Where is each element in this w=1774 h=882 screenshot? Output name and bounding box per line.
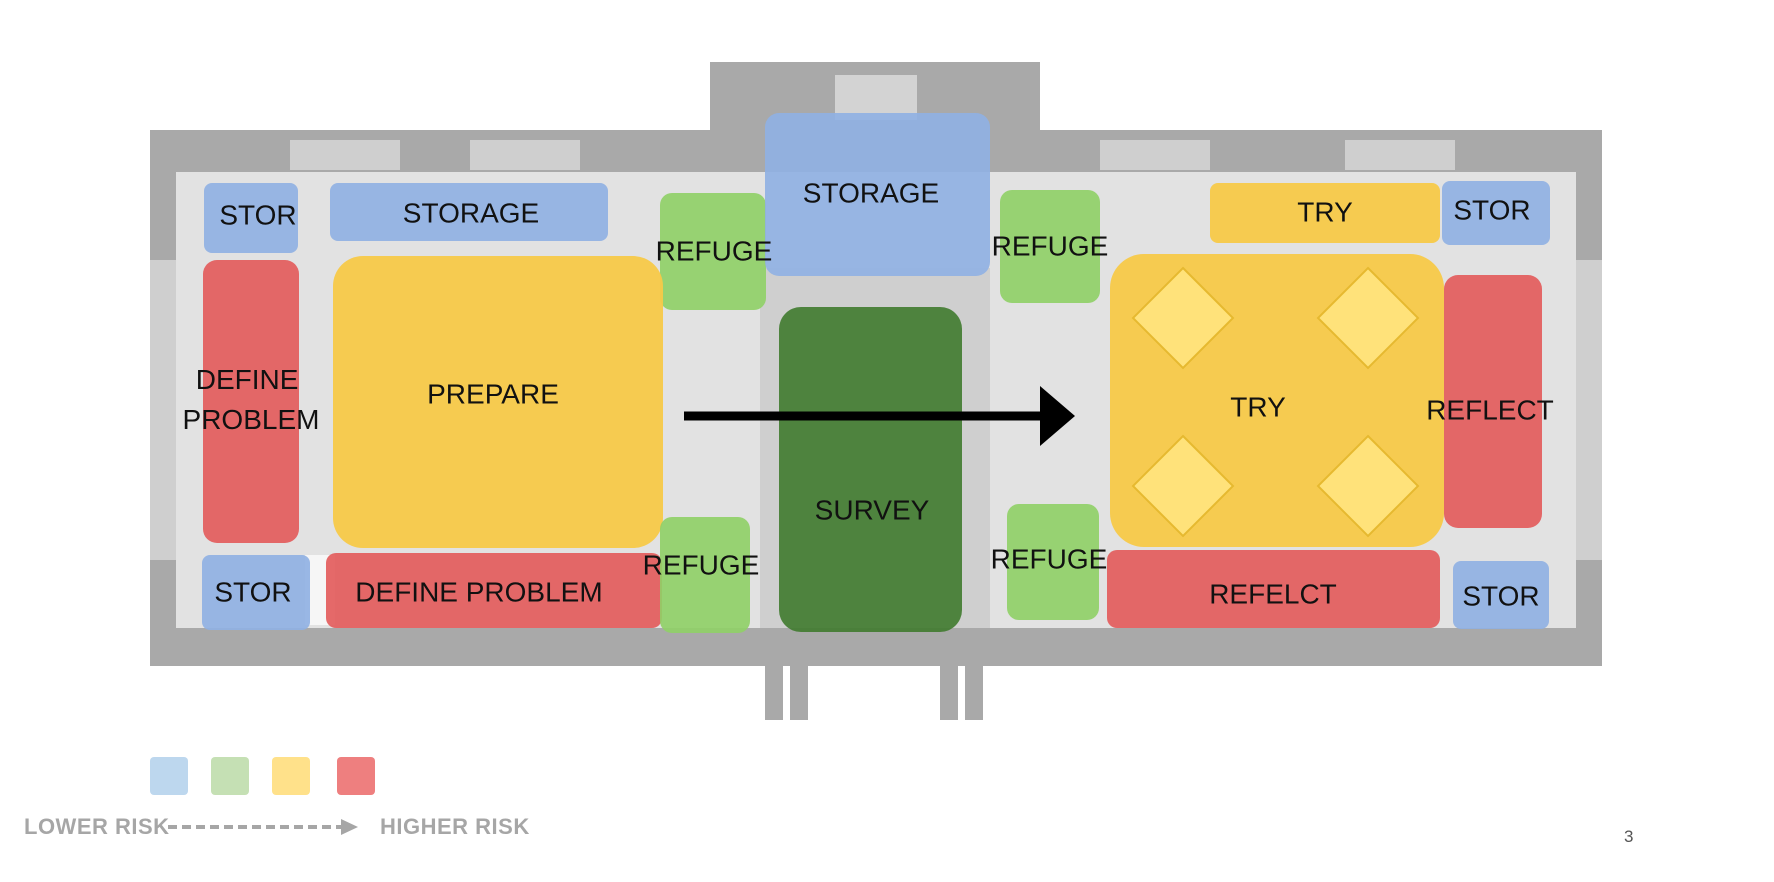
zone-stor-tl — [204, 183, 298, 253]
label-refuge-br: REFUGE — [991, 543, 1108, 574]
zone-stor-bl — [202, 555, 310, 630]
label-survey: SURVEY — [815, 494, 930, 525]
page-number: 3 — [1624, 827, 1634, 846]
zone-stor-tr — [1442, 181, 1550, 245]
try-tables — [1131, 266, 1420, 538]
zone-storage-top — [330, 183, 608, 241]
zone-reflect-bottom — [1107, 550, 1440, 628]
label-refuge-tl: REFUGE — [656, 235, 773, 266]
label-try-top: TRY — [1297, 196, 1353, 227]
define-problem-left-line1: DEFINE — [196, 364, 299, 395]
label-stor-tl: STOR — [219, 199, 296, 230]
zone-reflect-right — [1444, 275, 1542, 528]
label-try-main: TRY — [1230, 391, 1286, 422]
zone-labels: STOR STORAGE REFUGE STORAGE REFUGE TRY S… — [183, 177, 1554, 611]
label-stor-tr: STOR — [1453, 194, 1530, 225]
zone-refuge-tl — [660, 193, 766, 310]
label-reflect-right: REFLECT — [1426, 394, 1554, 425]
label-define-problem-bottom: DEFINE PROBLEM — [355, 576, 602, 607]
label-prepare: PREPARE — [427, 378, 559, 409]
zone-try-top — [1210, 183, 1440, 243]
zone-survey — [779, 307, 962, 632]
label-define-problem-left: DEFINE PROBLEM — [183, 364, 320, 435]
label-storage-top: STORAGE — [403, 197, 539, 228]
zone-define-problem-bottom — [326, 553, 662, 628]
label-stor-bl: STOR — [214, 576, 291, 607]
zone-refuge-br — [1007, 504, 1099, 620]
label-reflect-bottom: REFELCT — [1209, 578, 1337, 609]
label-refuge-tr: REFUGE — [992, 230, 1109, 261]
define-problem-left-line2: PROBLEM — [183, 404, 320, 435]
flow-arrow — [684, 386, 1075, 446]
zone-stor-br — [1453, 561, 1549, 629]
zone-storage-center — [765, 113, 990, 276]
zone-define-problem-left — [203, 260, 299, 543]
label-storage-center: STORAGE — [803, 177, 939, 208]
label-refuge-bl: REFUGE — [643, 549, 760, 580]
zone-prepare — [333, 256, 663, 548]
zone-refuge-tr — [1000, 190, 1100, 303]
zone-refuge-bl — [660, 517, 750, 633]
label-stor-br: STOR — [1462, 580, 1539, 611]
